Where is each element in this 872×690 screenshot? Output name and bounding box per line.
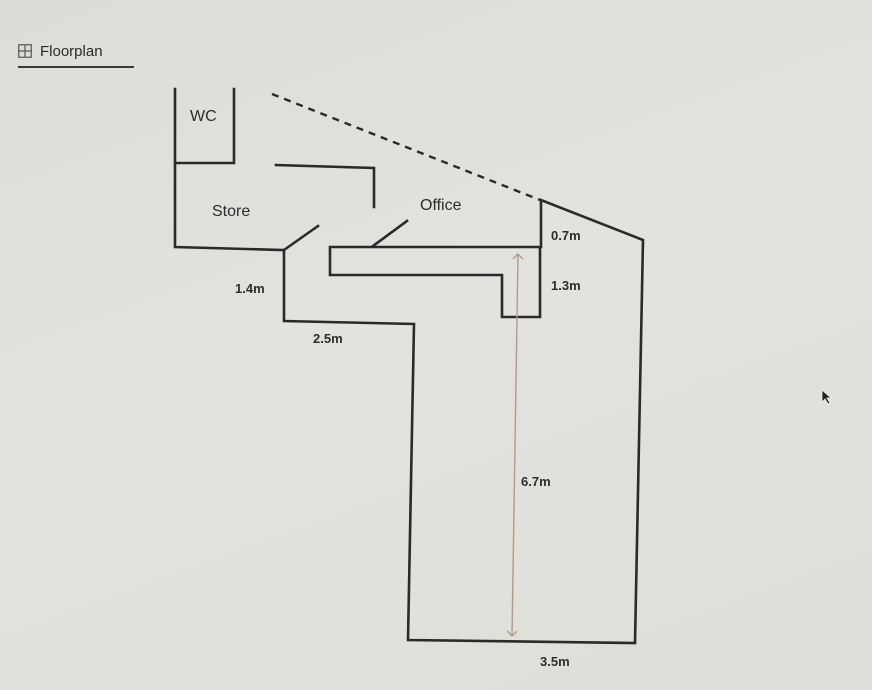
dimension-label-0-7m: 0.7m: [551, 228, 581, 243]
floorplan-icon: [18, 44, 32, 58]
dimension-arrow-6-7m: [506, 253, 524, 637]
dimension-label-6-7m: 6.7m: [521, 474, 551, 489]
mouse-cursor-icon: [820, 388, 834, 411]
door-store: [282, 224, 320, 252]
dimension-label-1-4m: 1.4m: [235, 281, 265, 296]
dimension-label-2-5m: 2.5m: [313, 331, 343, 346]
room-label-office: Office: [420, 197, 462, 214]
dimension-label-1-3m: 1.3m: [551, 278, 581, 293]
wall-office: [274, 163, 376, 209]
tab-label: Floorplan: [40, 42, 103, 60]
tab-floorplan[interactable]: Floorplan: [18, 34, 134, 68]
main-outline: [282, 198, 645, 645]
room-label-wc: WC: [190, 108, 217, 125]
door-office: [371, 219, 409, 248]
dashed-boundary: [271, 92, 541, 202]
counter-block: [328, 245, 542, 319]
wall-wc: [173, 87, 236, 165]
dimension-label-3-5m: 3.5m: [540, 654, 570, 669]
tab-underline: [18, 66, 134, 68]
wall-store: [173, 161, 284, 252]
room-label-store: Store: [212, 203, 250, 220]
